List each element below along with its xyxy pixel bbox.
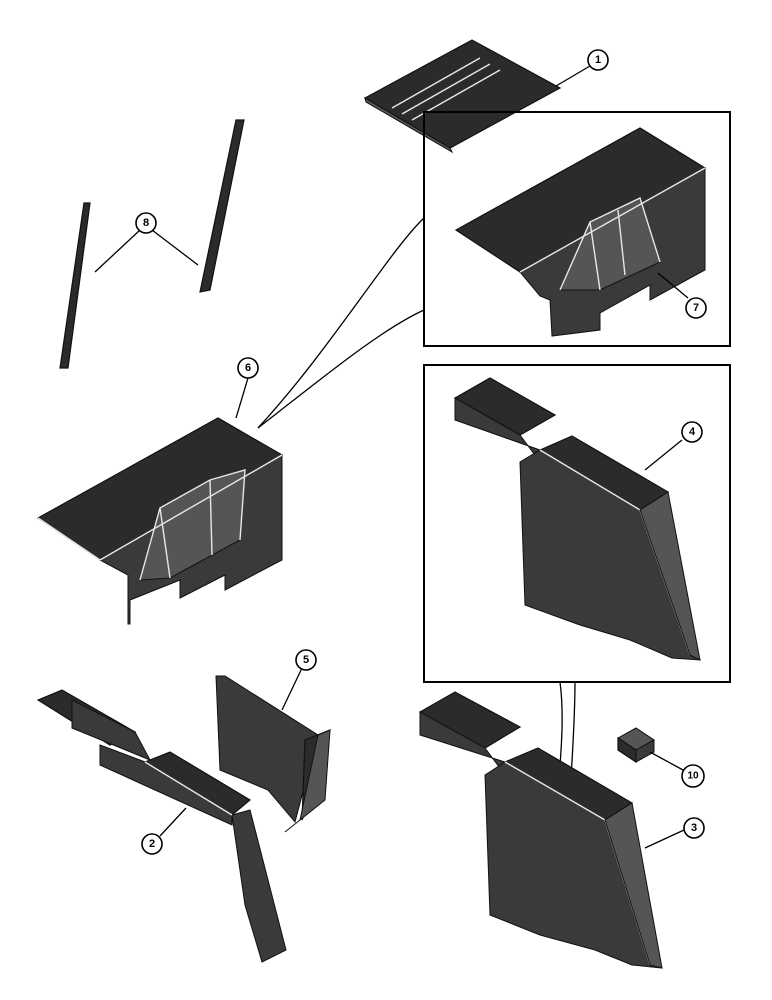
callout-2-label: 2: [149, 838, 155, 850]
part-10-clip: [617, 727, 655, 764]
callout-4: 4: [681, 421, 703, 443]
part-8-strips: [59, 119, 245, 369]
inset-connector-upper: [257, 309, 425, 429]
callout-6: 6: [237, 357, 259, 379]
callout-10: 10: [681, 764, 705, 788]
callout-8-label: 8: [143, 217, 149, 229]
inset-connector-lower: [257, 217, 425, 429]
callout-7: 7: [685, 297, 707, 319]
callout-6-label: 6: [245, 362, 251, 374]
part-5-panel: [215, 675, 331, 833]
inset-box-part-4: [423, 364, 731, 683]
part-2-bracket: [36, 689, 287, 963]
callout-2: 2: [141, 833, 163, 855]
callout-1: 1: [587, 49, 609, 71]
part-3-block: [418, 691, 663, 969]
leader-lines: [94, 65, 689, 849]
callout-10-label: 10: [687, 771, 699, 782]
callout-5: 5: [295, 649, 317, 671]
callout-5-label: 5: [303, 654, 309, 666]
part-6-panel: [36, 417, 284, 625]
callout-8: 8: [135, 212, 157, 234]
callout-3: 3: [683, 817, 705, 839]
callout-1-label: 1: [595, 54, 601, 66]
callout-4-label: 4: [689, 426, 696, 438]
callout-3-label: 3: [691, 822, 697, 834]
part-1-ribbed-plate: [363, 39, 562, 154]
callout-7-label: 7: [693, 302, 699, 314]
part-4-block: [453, 377, 701, 661]
part-7-panel: [454, 127, 707, 337]
inset-box-part-7: [423, 111, 731, 347]
